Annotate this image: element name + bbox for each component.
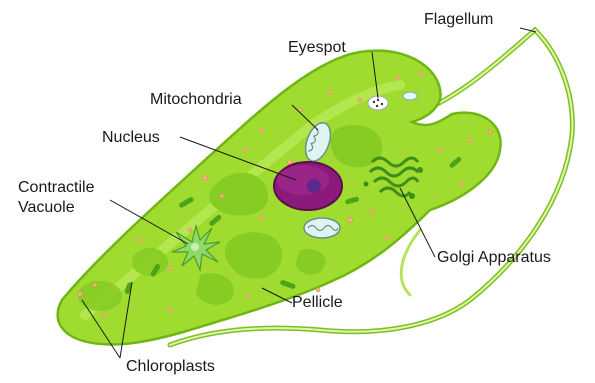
label-mitochondria: Mitochondria xyxy=(150,91,242,108)
label-flagellum: Flagellum xyxy=(424,11,493,28)
chloroplast xyxy=(132,248,168,276)
label-nucleus: Nucleus xyxy=(102,129,160,146)
label-chloroplasts: Chloroplasts xyxy=(126,358,215,375)
label-pellicle: Pellicle xyxy=(292,294,343,311)
nucleus xyxy=(274,162,342,210)
label-eyespot: Eyespot xyxy=(288,39,346,56)
label-contractile: Contractile xyxy=(18,179,95,196)
chloroplast xyxy=(78,281,122,311)
label-golgi-apparatus: Golgi Apparatus xyxy=(437,249,551,266)
label-vacuole: Vacuole xyxy=(18,199,75,216)
